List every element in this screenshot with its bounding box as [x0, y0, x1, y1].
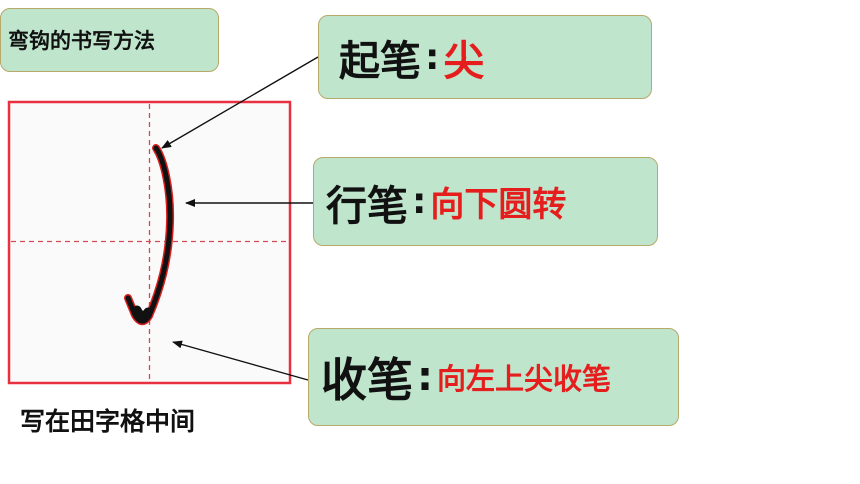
step-colon: : — [412, 181, 427, 222]
step-colon: : — [425, 36, 440, 78]
page-title: 弯钩的书写方法 — [8, 29, 155, 53]
step-value: 尖 — [443, 37, 485, 85]
step-colon: : — [417, 354, 433, 400]
step-value: 向下圆转 — [430, 185, 567, 225]
grid-caption: 写在田字格中间 — [20, 407, 196, 436]
arrow-icon — [172, 340, 309, 381]
step-box-start: 起笔:尖 — [318, 15, 652, 99]
bent-hook-stroke — [124, 144, 175, 326]
step-box-end: 收笔:向左上尖收笔 — [308, 328, 679, 426]
step-label: 行笔 — [326, 181, 408, 230]
arrow-icon — [161, 56, 319, 149]
step-value: 向左上尖收笔 — [437, 362, 612, 396]
step-box-middle: 行笔:向下圆转 — [313, 157, 658, 246]
step-label: 收笔 — [321, 353, 413, 407]
step-label: 起笔 — [339, 37, 421, 85]
title-box: 弯钩的书写方法 — [0, 8, 219, 72]
